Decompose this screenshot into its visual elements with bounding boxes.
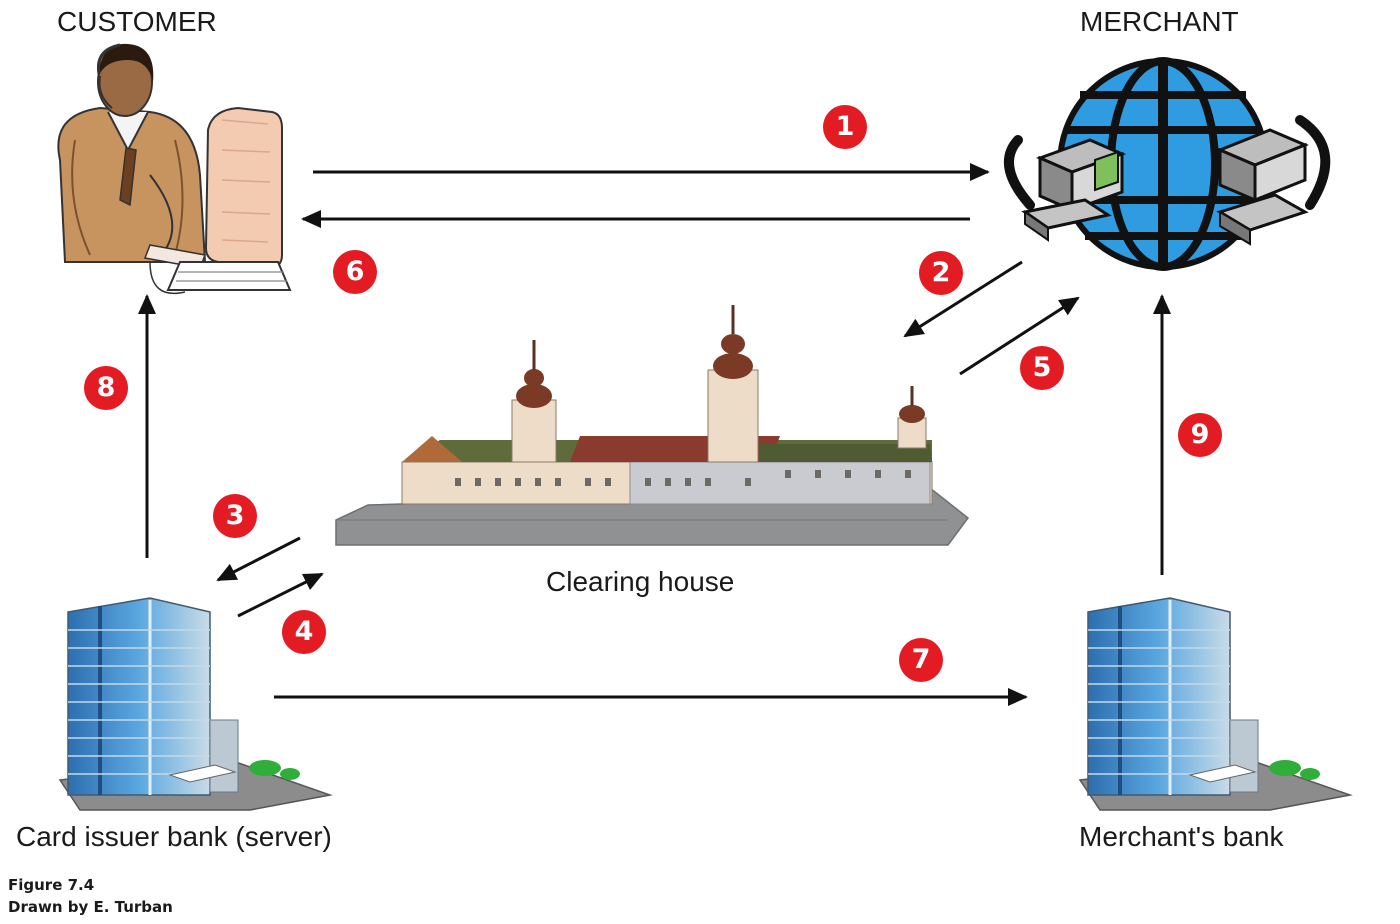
merchants-bank-label: Merchant's bank <box>1079 821 1284 852</box>
step-badge-7: 7 <box>899 638 943 682</box>
arrow-step-4 <box>237 572 324 618</box>
step-badge-6: 6 <box>333 250 377 294</box>
figure-number: Figure 7.4 <box>8 876 95 894</box>
globe-network-icon <box>1004 57 1331 271</box>
arrow-step-2 <box>903 260 1023 338</box>
clearing-house-label: Clearing house <box>546 566 735 597</box>
customer-label: CUSTOMER <box>57 6 217 37</box>
step-badge-5: 5 <box>1020 346 1064 390</box>
step-badge-8: 8 <box>84 366 128 410</box>
office-tower-icon <box>1078 597 1353 811</box>
step-badge-2: 2 <box>919 251 963 295</box>
figure-caption: Figure 7.4 Drawn by E. Turban <box>8 874 173 918</box>
office-tower-icon <box>58 597 333 811</box>
step-badge-9: 9 <box>1178 413 1222 457</box>
step-badge-3: 3 <box>213 494 257 538</box>
card-issuer-bank-label: Card issuer bank (server) <box>16 821 332 852</box>
arrow-step-3 <box>216 536 301 582</box>
step-badge-4: 4 <box>282 610 326 654</box>
merchant-label: MERCHANT <box>1080 6 1239 37</box>
arrow-step-5 <box>959 296 1080 376</box>
step-badge-1: 1 <box>823 105 867 149</box>
figure-credit: Drawn by E. Turban <box>8 898 173 916</box>
person-at-computer-icon <box>57 43 292 295</box>
castle-building-icon <box>335 305 970 546</box>
